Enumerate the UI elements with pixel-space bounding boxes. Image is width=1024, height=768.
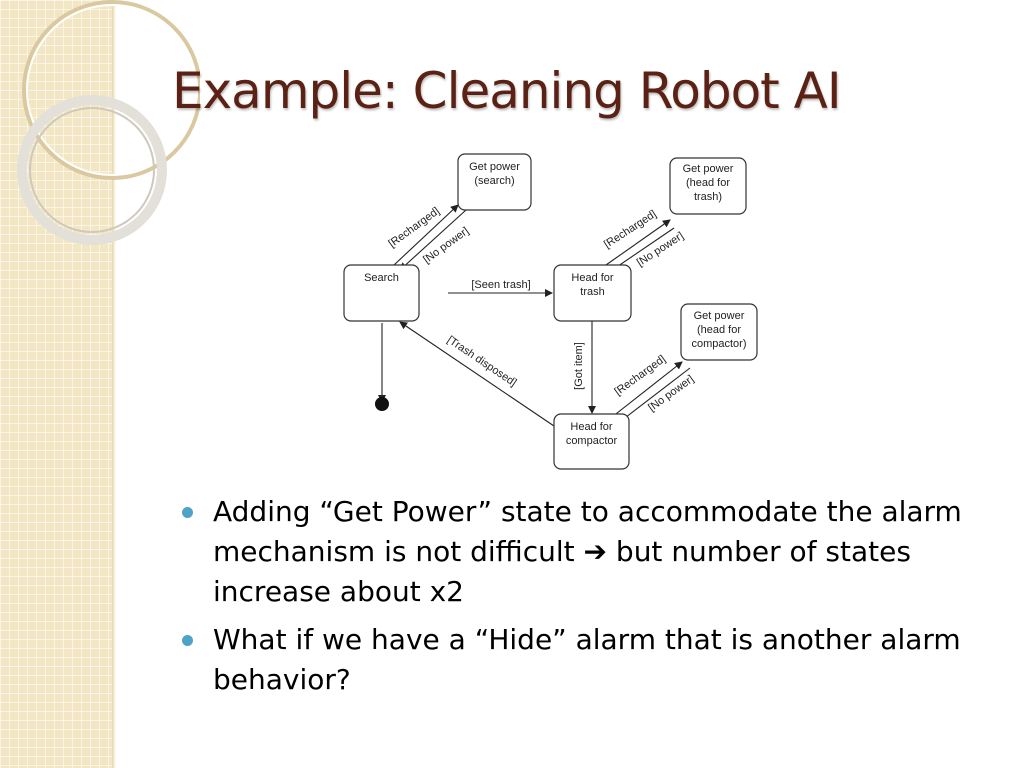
decorative-sidebar	[0, 0, 112, 768]
bullet-text-part: Adding “Get Power” state to accommodate …	[213, 495, 962, 568]
bullet-dot	[182, 507, 193, 518]
state-get-power-search: Get power (search)	[457, 153, 532, 211]
transition-labels: [Seen trash] [Got item] [Trash disposed]…	[386, 205, 696, 414]
state-label-line: Get power	[469, 161, 520, 173]
bullet-item: Adding “Get Power” state to accommodate …	[180, 492, 1000, 612]
state-label-line: Get power	[694, 310, 745, 322]
initial-state-marker	[375, 397, 389, 411]
bullet-text-part: but number of states increase about x2	[213, 535, 911, 608]
state-label-line: trash	[580, 286, 604, 298]
no-power-compactor-edge	[611, 361, 683, 418]
bullet-text: What if we have a “Hide” alarm that is a…	[213, 623, 961, 696]
state-label-line: Search	[364, 272, 399, 284]
state-label-line: (head for	[697, 324, 741, 336]
seen-trash-label: [Seen trash]	[471, 279, 530, 291]
got-item-label: [Got item]	[573, 342, 585, 390]
state-label-line: Head for	[570, 421, 613, 433]
recharged-compactor-edge	[616, 367, 691, 425]
state-label-line: (search)	[474, 175, 514, 187]
state-label-line: Head for	[571, 272, 614, 284]
state-label-line: trash)	[694, 191, 722, 203]
no-power-search-label: [No power]	[421, 225, 471, 266]
trash-disposed-edge	[399, 321, 555, 427]
recharged-search-edge	[399, 209, 467, 271]
state-diagram: [Seen trash] [Got item] [Trash disposed]…	[343, 153, 758, 470]
trash-disposed-label: [Trash disposed]	[445, 334, 519, 389]
decorative-rings	[17, 0, 200, 245]
state-label-line: (head for	[686, 177, 730, 189]
state-get-power-compactor: Get power (head for compactor)	[680, 303, 758, 361]
right-arrow-icon: ➔	[583, 535, 608, 568]
state-get-power-trash: Get power (head for trash)	[669, 157, 747, 215]
no-power-compactor-label: [No power]	[646, 373, 696, 414]
state-search: Search	[343, 264, 420, 322]
state-head-for-trash: Head for trash	[553, 264, 632, 322]
bullet-item: What if we have a “Hide” alarm that is a…	[180, 620, 1000, 700]
state-label-line: Get power	[683, 163, 734, 175]
sidebar-edge	[112, 0, 116, 768]
transition-edges	[375, 204, 691, 427]
slide-title: Example: Cleaning Robot AI	[172, 62, 842, 120]
no-power-search-edge	[393, 204, 459, 266]
state-label-line: compactor)	[691, 338, 746, 350]
bullet-dot	[182, 635, 193, 646]
state-label-line: compactor	[566, 435, 618, 447]
no-power-trash-edge	[595, 219, 671, 273]
bullet-list: Adding “Get Power” state to accommodate …	[180, 492, 1000, 708]
state-head-for-compactor: Head for compactor	[553, 413, 630, 470]
